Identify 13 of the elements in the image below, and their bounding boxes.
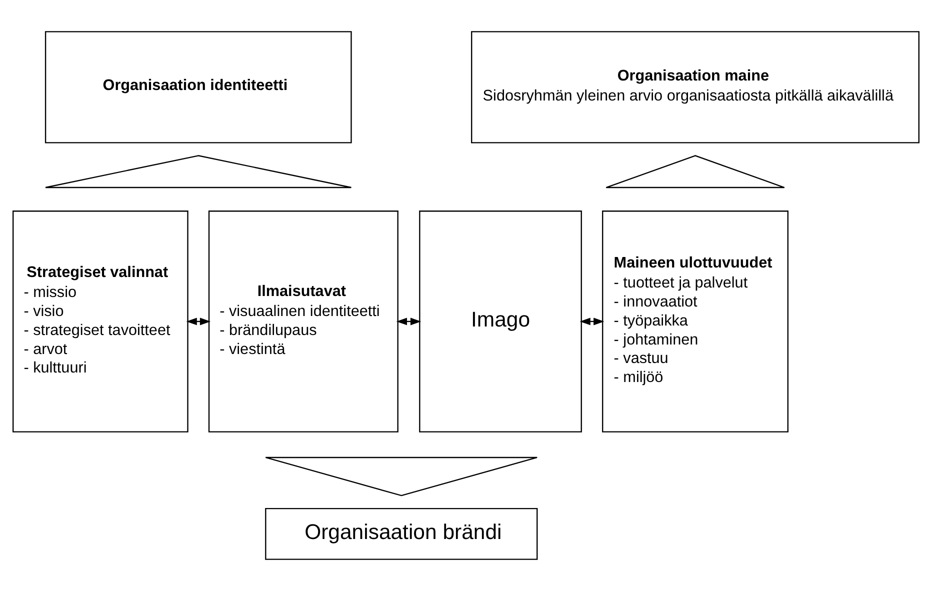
node-box: Ilmaisutavat - visuaalinen identiteetti - brändilupaus - viestintä (208, 210, 398, 432)
node-box: Imago (419, 210, 582, 432)
node-triangle (265, 456, 538, 496)
node-box: Strategiset valinnat - missio - visio - strategiset tavoitteet - arvot - kulttuuri (12, 210, 188, 432)
node-box: Organisaation identiteetti (44, 30, 352, 143)
arrow (186, 317, 211, 325)
arrow (580, 317, 604, 325)
node-triangle (44, 154, 352, 188)
node-triangle (606, 154, 785, 188)
node-box: Organisaation maine Sidosryhmän yleinen arvio organisaatiosta pitkällä aikavälillä (471, 30, 920, 143)
node-box: Maineen ulottuvuudet - tuotteet ja palvelut - innovaatiot - työpaikka - johtaminen - vastuu - miljöö (602, 210, 788, 432)
node-box: Organisaation brändi (265, 507, 538, 560)
arrow (396, 317, 422, 325)
